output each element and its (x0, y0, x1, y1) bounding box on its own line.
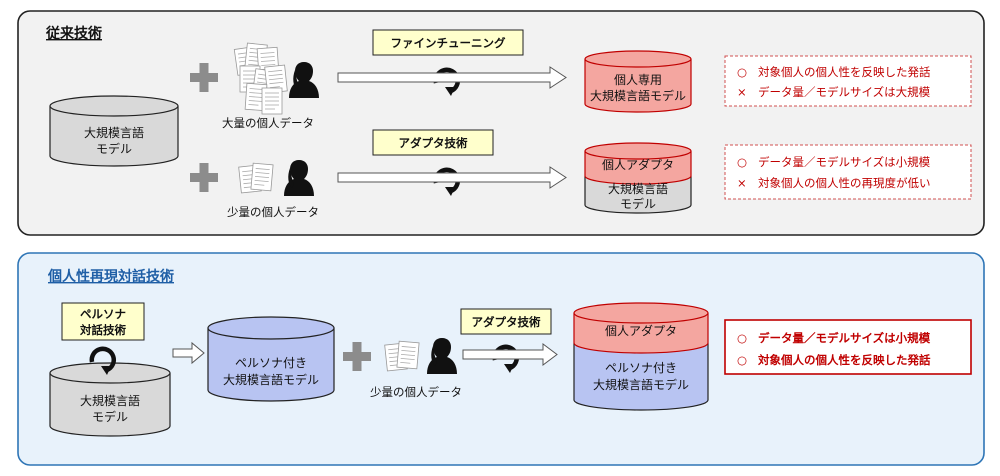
plus-icon (343, 342, 371, 371)
base-model-label-line2: モデル (96, 141, 132, 156)
bottom-note2-mark: ○ (737, 353, 747, 367)
bottom-note1-text: データ量／モデルサイズは小規模 (758, 331, 931, 345)
adapter-base-label-line2: モデル (620, 196, 656, 211)
persona-model-cylinder: ペルソナ付き 大規模言語モデル (207, 316, 335, 402)
persona-model-label-line1: ペルソナ付き (235, 356, 307, 370)
row2-data-label: 少量の個人データ (227, 205, 319, 219)
right-arrow-icon (462, 343, 558, 366)
plus-icon (190, 163, 218, 192)
row2-note1-text: データ量／モデルサイズは小規模 (758, 155, 931, 169)
row1-data-label: 大量の個人データ (222, 116, 314, 130)
persona-tag-line2: 対話技術 (79, 323, 126, 337)
row2-method-tag (372, 129, 494, 156)
row1-note1-mark: ○ (737, 65, 747, 79)
row1-note1-text: 対象個人の個人性を反映した発話 (758, 65, 931, 79)
row2-notes-box (724, 144, 972, 200)
bottom-method-label: アダプタ技術 (472, 315, 541, 329)
row1-notes-box (724, 55, 972, 107)
adapter-model-cylinder: 個人アダプタ 大規模言語 モデル (584, 142, 692, 214)
row2-method-label: アダプタ技術 (399, 136, 468, 150)
right-arrow-icon (337, 166, 567, 189)
row1-method-tag (372, 29, 524, 56)
persona-tag-line1: ペルソナ (80, 307, 126, 321)
base-model-label-line1: 大規模言語 (84, 125, 144, 140)
persona-model-label-line2: 大規模言語モデル (223, 372, 319, 387)
bottom-note1-mark: ○ (737, 331, 747, 345)
bottom-result-label-line1: ペルソナ付き (605, 361, 677, 375)
plus-icon (190, 63, 218, 92)
row2-note2-mark: × (737, 176, 747, 190)
bottom-adapter-label: 個人アダプタ (605, 323, 677, 338)
adapter-persona-model-cylinder: 個人アダプタ ペルソナ付き 大規模言語モデル (573, 302, 709, 411)
row2-note2-text: 対象個人の個人性の再現度が低い (758, 176, 931, 190)
top-section-title: 従来技術 (45, 25, 102, 42)
base-model-cylinder: 大規模言語 モデル (49, 95, 179, 167)
row1-note2-text: データ量／モデルサイズは大規模 (758, 85, 931, 99)
bottom-method-tag (460, 308, 552, 335)
bottom-base-label-line2: モデル (92, 409, 128, 424)
bottom-notes-box (724, 319, 972, 375)
personal-model-cylinder: 個人専用 大規模言語モデル (584, 50, 692, 113)
row2-note1-mark: ○ (737, 155, 747, 169)
right-arrow-icon (337, 66, 567, 89)
document-icon (384, 340, 420, 372)
personal-model-label-line2: 大規模言語モデル (590, 88, 686, 103)
base-model-cylinder: 大規模言語 モデル (49, 362, 171, 437)
personal-model-label-line1: 個人専用 (614, 73, 662, 87)
bottom-base-label-line1: 大規模言語 (80, 393, 140, 408)
bottom-data-label: 少量の個人データ (370, 385, 462, 399)
persona-tag (61, 302, 145, 341)
bottom-section-title: 個人性再現対話技術 (47, 268, 174, 285)
bottom-note2-text: 対象個人の個人性を反映した発話 (757, 353, 931, 367)
bottom-result-label-line2: 大規模言語モデル (593, 377, 689, 392)
right-arrow-icon (172, 341, 205, 365)
adapter-base-label-line1: 大規模言語 (608, 181, 668, 196)
document-icon (238, 162, 274, 194)
row1-note2-mark: × (737, 85, 747, 99)
row1-method-label: ファインチューニング (391, 36, 506, 50)
adapter-label: 個人アダプタ (602, 157, 674, 172)
